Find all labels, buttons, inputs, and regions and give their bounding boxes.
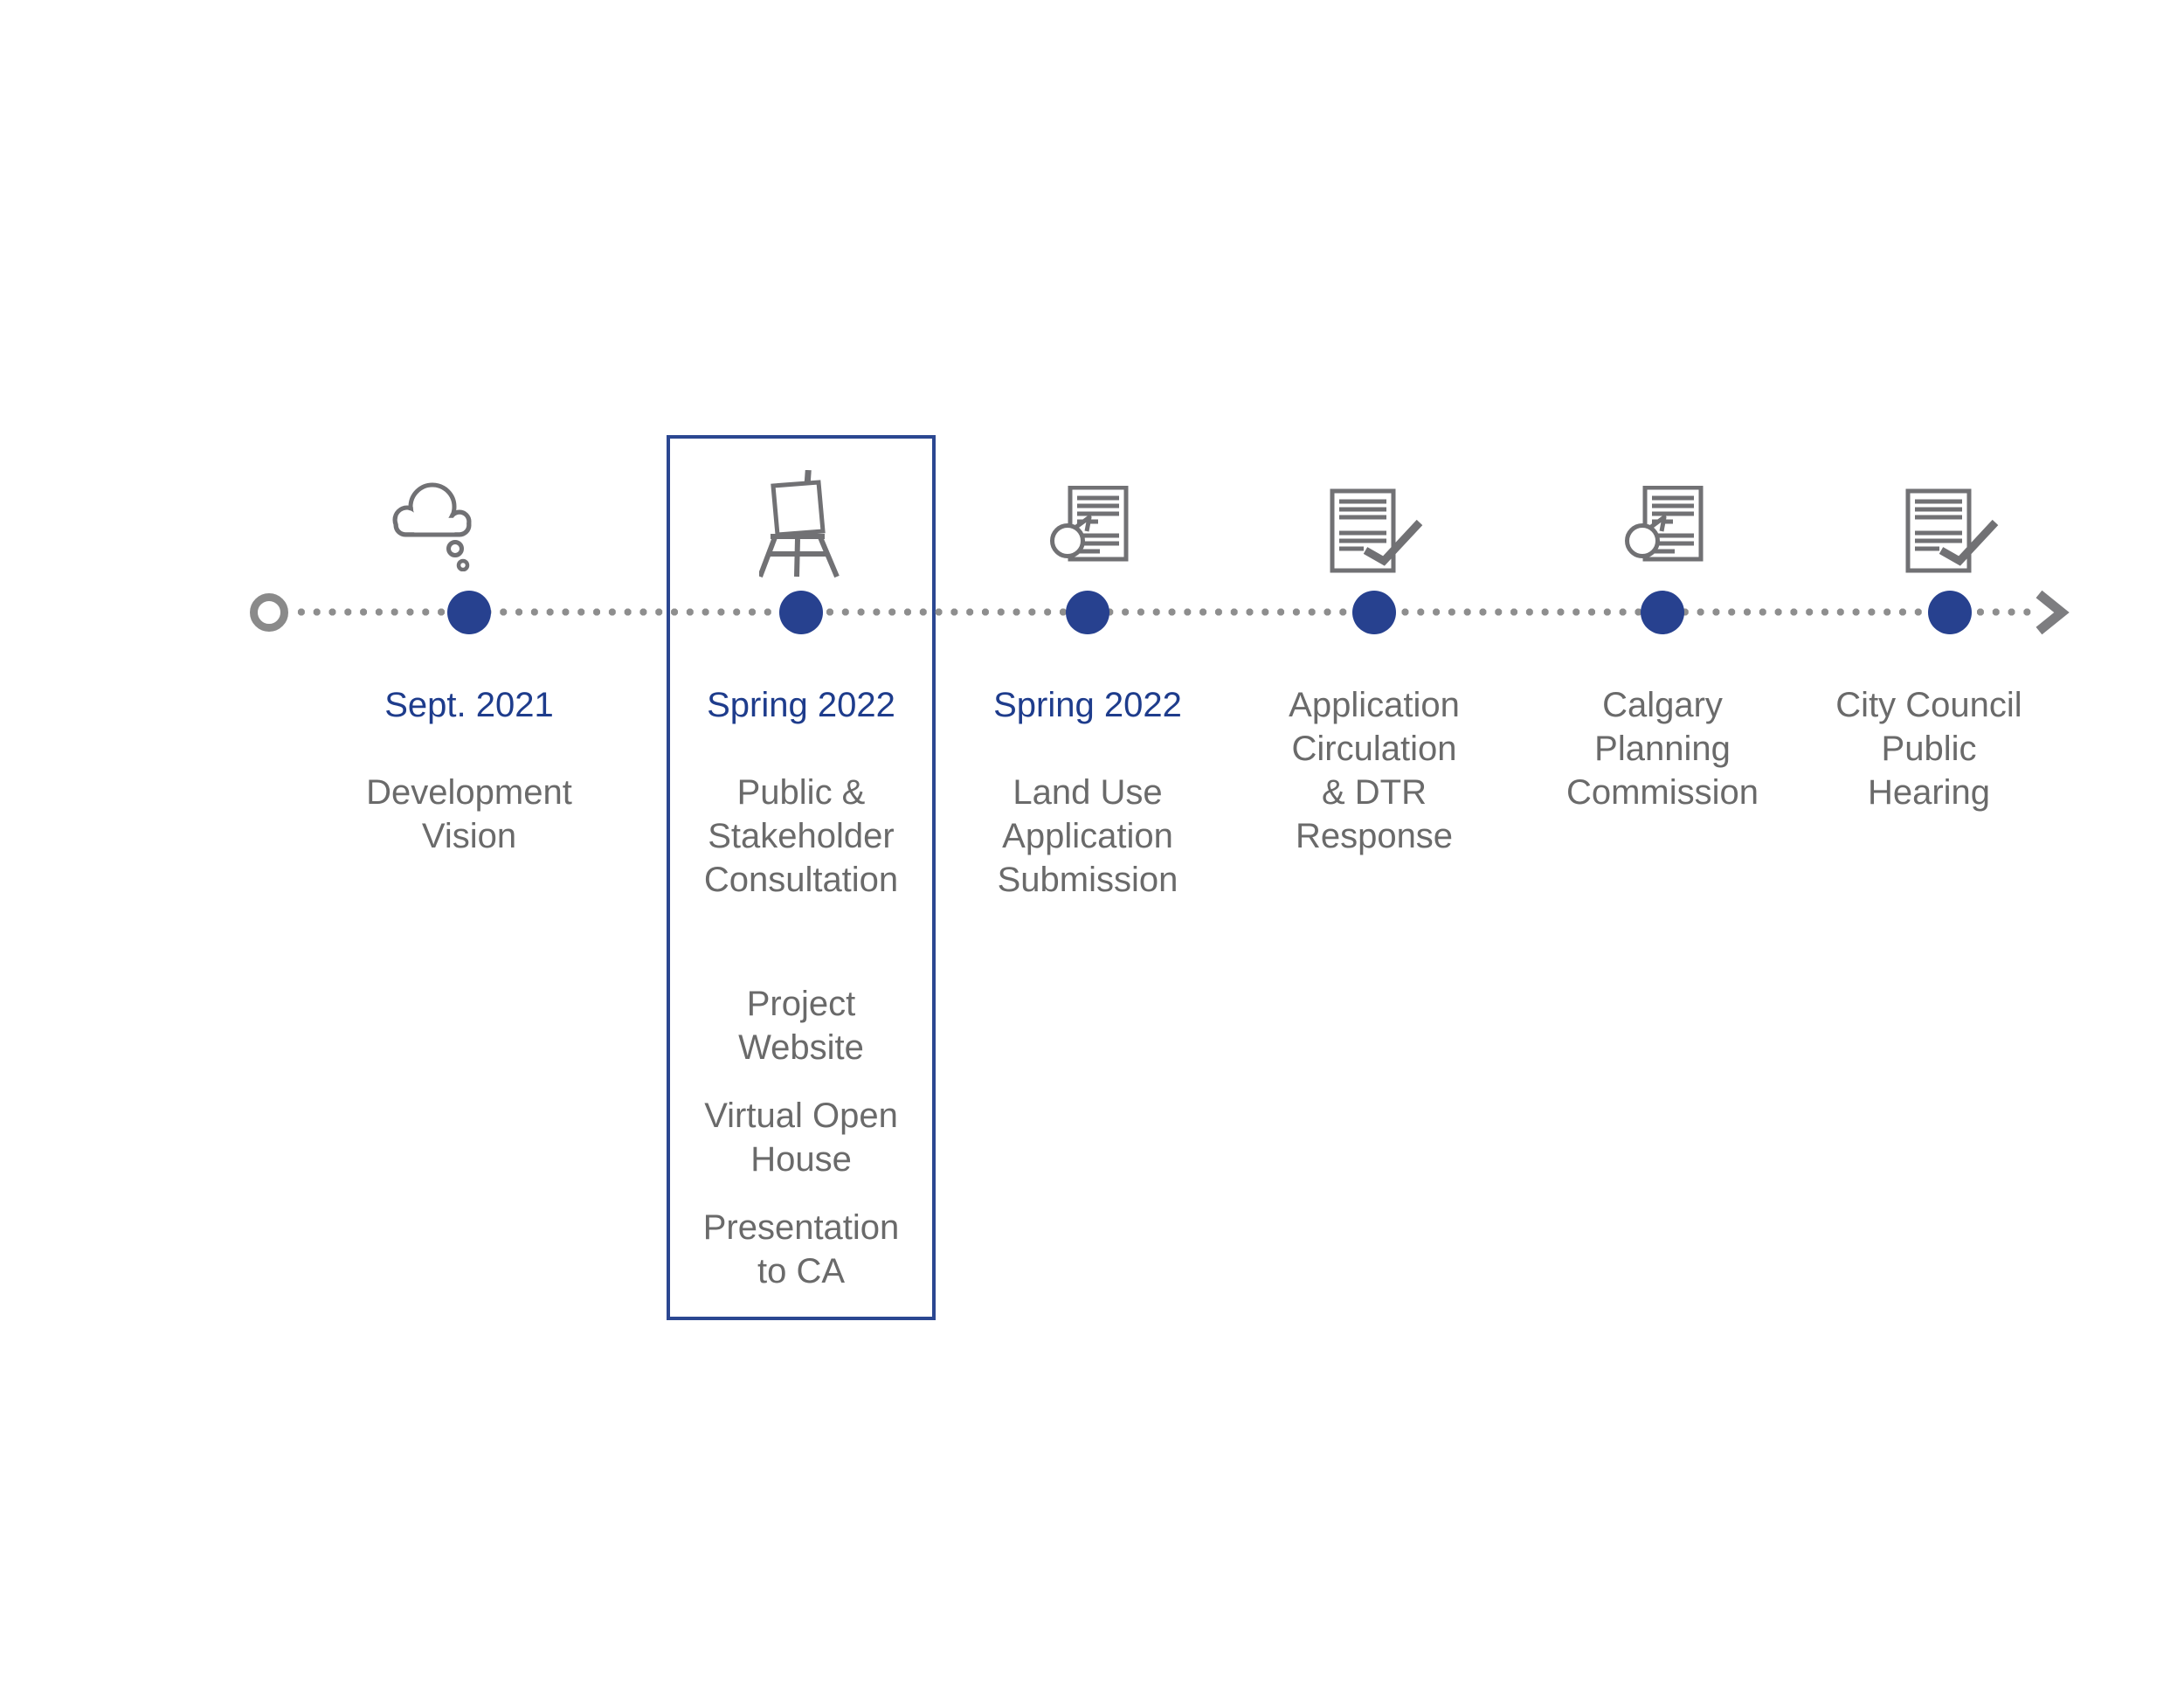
milestone-development-vision: Sept. 2021 Development Vision (329, 0, 609, 1337)
thought-cloud-icon (392, 482, 472, 571)
milestone-title: Public & Stakeholder Consultation (703, 773, 899, 899)
milestone-title: Calgary Planning Commission (1565, 686, 1759, 812)
milestone-calgary-planning-commission: Calgary Planning Commission (1523, 0, 1802, 1337)
milestone-title: Development Vision (366, 773, 572, 855)
sub-item: Presentation to CA (702, 1208, 900, 1290)
sub-item: Virtual Open House (704, 1097, 898, 1179)
document-check-icon (1905, 488, 1999, 573)
milestone-dot (1352, 591, 1396, 634)
highlight-box (667, 435, 936, 1320)
timeline-start-circle (250, 593, 288, 632)
sub-item: Project Website (738, 985, 864, 1067)
document-hand-icon (1050, 486, 1129, 562)
milestone-dot (779, 591, 823, 634)
milestone-dot (1928, 591, 1972, 634)
milestone-land-use-application: Spring 2022 Land Use Application Submiss… (948, 0, 1227, 1337)
milestone-title: Application Circulation & DTR Response (1289, 686, 1460, 855)
milestone-sub-items: Project Website Virtual Open House Prese… (661, 982, 941, 1293)
milestone-dot (1641, 591, 1684, 634)
milestone-date: Spring 2022 (993, 686, 1182, 724)
milestone-title: Land Use Application Submission (997, 773, 1178, 899)
milestone-dot (447, 591, 491, 634)
arrow-right-icon (2035, 590, 2070, 635)
document-check-icon (1330, 488, 1423, 573)
document-hand-icon (1625, 486, 1704, 562)
milestone-date: Sept. 2021 (384, 686, 554, 724)
milestone-title: City Council Public Hearing (1835, 686, 2022, 812)
milestone-public-consultation: Spring 2022 Public & Stakeholder Consult… (661, 0, 941, 1337)
milestone-application-circulation: Application Circulation & DTR Response (1234, 0, 1514, 1337)
milestone-date: Spring 2022 (707, 686, 895, 724)
easel-icon (759, 470, 840, 578)
milestone-dot (1066, 591, 1109, 634)
milestone-city-council-hearing: City Council Public Hearing (1810, 0, 2090, 1337)
timeline-dotted-line (294, 608, 2034, 616)
